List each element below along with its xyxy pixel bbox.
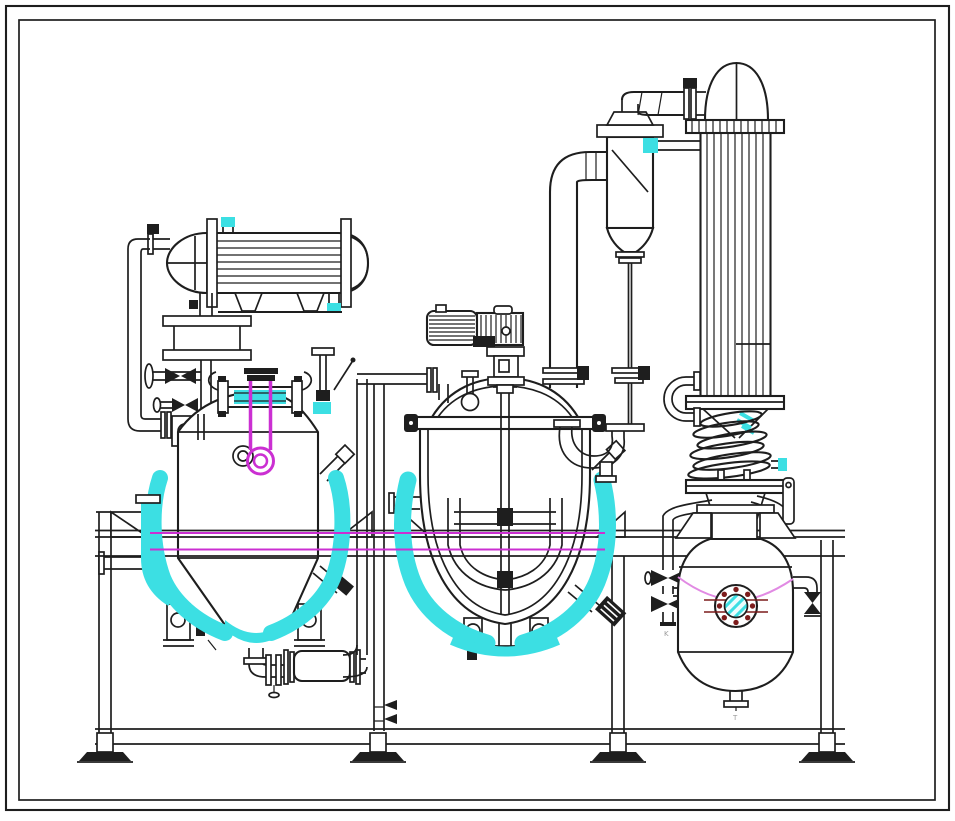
shaft-coupling xyxy=(497,508,513,526)
transfer-piping xyxy=(342,367,449,731)
lantern xyxy=(493,355,519,378)
pipe-hx-outlet xyxy=(144,293,252,428)
leveling-foot xyxy=(799,732,855,763)
shell-sight-glass xyxy=(232,445,254,467)
manway-handle xyxy=(207,371,313,391)
vapour-separator xyxy=(553,78,706,483)
inline-strainer xyxy=(283,649,366,685)
support-lug xyxy=(674,512,712,539)
condenser-column xyxy=(643,61,795,525)
agitator-drive xyxy=(425,304,525,394)
support-lug xyxy=(759,512,797,539)
valve-label: K xyxy=(664,630,669,638)
manway xyxy=(207,371,313,417)
saddle-support xyxy=(233,292,264,312)
heating-lines xyxy=(150,532,605,551)
vapour-riser xyxy=(542,150,607,388)
separator-baffle xyxy=(611,149,649,193)
leveling-foot xyxy=(350,732,406,763)
dip-tube xyxy=(244,368,278,476)
handwheel xyxy=(144,363,154,389)
receiver-tank: T xyxy=(674,504,821,722)
saddle-support xyxy=(295,292,326,312)
spray-ring xyxy=(246,446,275,476)
extraction-tank xyxy=(98,347,356,699)
drain-label: T xyxy=(732,714,738,722)
cyan-jackets xyxy=(135,470,616,657)
sample-valve xyxy=(384,714,397,724)
sample-valve xyxy=(384,700,397,710)
leveling-foot xyxy=(77,732,133,763)
dome-bulb xyxy=(460,392,480,412)
vent-valve xyxy=(147,224,159,234)
sight-glass xyxy=(704,583,768,629)
heat-exchanger xyxy=(147,217,370,314)
drawing-border xyxy=(4,4,951,812)
top-valve xyxy=(311,347,356,414)
nozzle-cyan-cap xyxy=(327,303,341,312)
jacket-inlet-flange xyxy=(135,494,161,504)
shaft-coupling xyxy=(497,571,513,588)
leveling-foot xyxy=(590,732,646,763)
concentration-vessel xyxy=(388,370,627,660)
small-valve xyxy=(189,300,198,309)
nozzle-cyan-cap xyxy=(221,217,235,227)
nozzle-cyan-cap xyxy=(643,138,658,153)
receiver-right-valve xyxy=(793,576,821,617)
